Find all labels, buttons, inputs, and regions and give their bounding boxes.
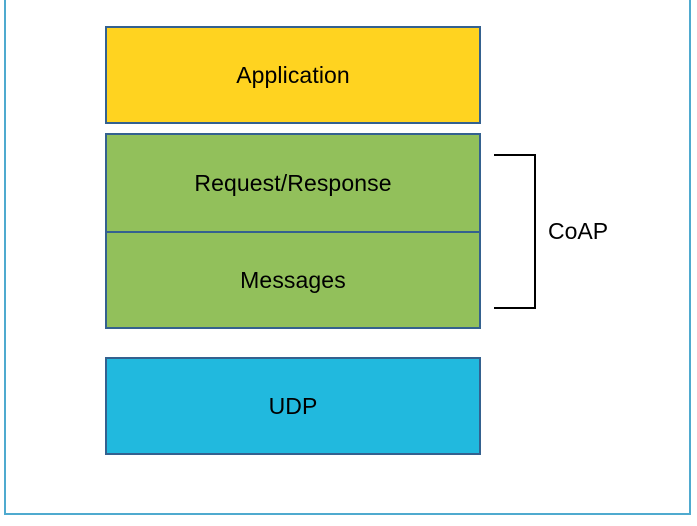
- layer-box-request-response: Request/Response: [105, 133, 481, 232]
- page-frame-right-rule: [689, 0, 691, 515]
- page-frame-left-rule: [4, 0, 6, 515]
- layer-box-application: Application: [105, 26, 481, 124]
- layer-label-request-response: Request/Response: [194, 169, 392, 196]
- coap-group-label: CoAP: [548, 218, 609, 244]
- layer-label-application: Application: [236, 61, 350, 88]
- layer-label-messages: Messages: [240, 266, 346, 293]
- layer-box-messages: Messages: [105, 232, 481, 329]
- coap-group-bracket: [494, 154, 536, 309]
- page-frame-bottom-rule: [4, 513, 691, 515]
- bracket-spine: [534, 154, 536, 309]
- bracket-top-arm: [494, 154, 536, 156]
- bracket-bottom-arm: [494, 307, 536, 309]
- layer-label-udp: UDP: [268, 392, 318, 419]
- layer-box-udp: UDP: [105, 357, 481, 455]
